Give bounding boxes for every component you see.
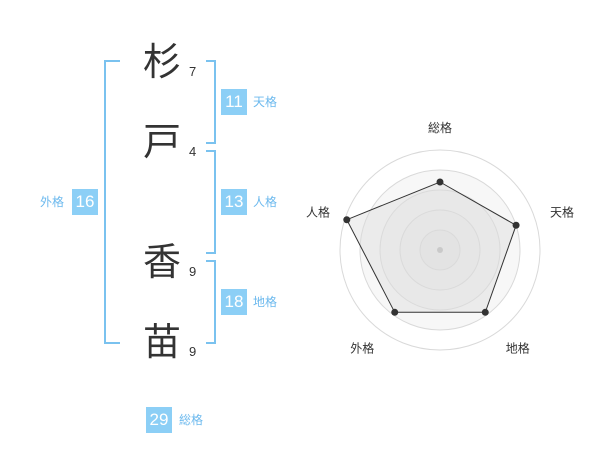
- jinkaku-value-badge: 13: [221, 189, 247, 215]
- radar-axis-label: 地格: [506, 341, 530, 356]
- radar-axis-label: 総格: [428, 120, 452, 135]
- soukaku-value-badge: 29: [146, 407, 172, 433]
- stroke-count-4: 9: [189, 344, 197, 359]
- name-char-4: 苗: [142, 320, 181, 364]
- name-char-2: 戸: [142, 120, 181, 164]
- radar-polygon-group: [343, 178, 520, 316]
- chikaku-label: 地格: [253, 295, 278, 309]
- radar-axis-label: 天格: [550, 204, 574, 219]
- radar-center-dot: [437, 247, 443, 253]
- radar-data-point: [391, 308, 399, 316]
- radar-data-point: [512, 221, 520, 229]
- name-char-1: 杉: [142, 40, 181, 84]
- radar-axis-label: 外格: [350, 341, 374, 356]
- gaikaku-value-badge: 16: [72, 189, 98, 215]
- chikaku-value-badge: 18: [221, 289, 247, 315]
- stroke-count-3: 9: [189, 264, 197, 279]
- radar-data-polygon: [346, 181, 517, 313]
- name-char-3: 香: [142, 240, 181, 284]
- gaikaku-bracket: [104, 60, 120, 344]
- chikaku-bracket: [206, 260, 216, 344]
- jinkaku-label: 人格: [253, 195, 278, 209]
- tenkaku-label: 天格: [253, 95, 278, 109]
- tenkaku-value-badge: 11: [221, 89, 247, 115]
- radar-data-point: [343, 216, 351, 224]
- jinkaku-bracket: [206, 150, 216, 254]
- stroke-count-1: 7: [189, 64, 197, 79]
- stroke-count-2: 4: [189, 144, 197, 159]
- radar-data-point: [481, 308, 489, 316]
- soukaku-label: 総格: [179, 413, 204, 427]
- radar-data-point: [436, 178, 444, 186]
- tenkaku-bracket: [206, 60, 216, 144]
- gaikaku-label: 外格: [40, 195, 65, 209]
- radar-axis-label: 人格: [306, 204, 330, 219]
